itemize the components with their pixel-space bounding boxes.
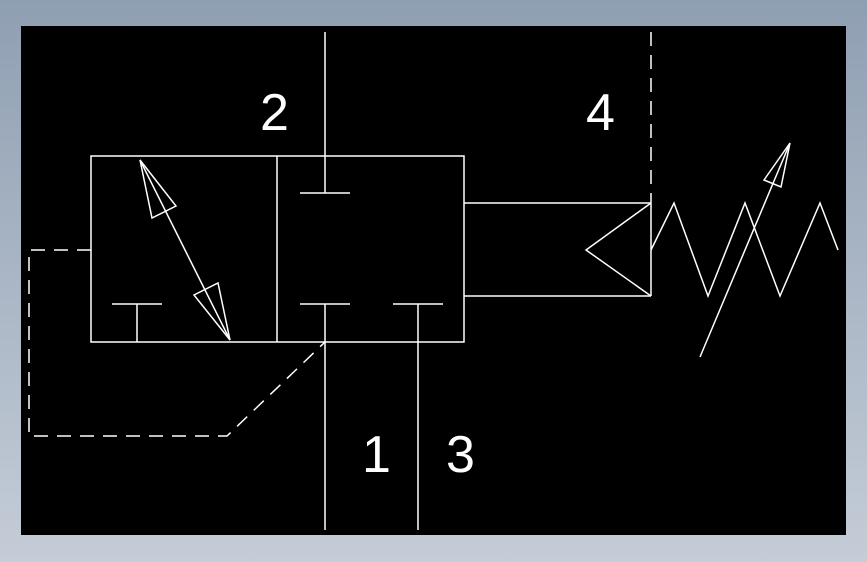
blocked-port-bottom-right	[393, 303, 443, 342]
blocked-port-top	[300, 156, 350, 194]
pilot-line-dashed	[28, 32, 652, 437]
adjustable-spring-icon	[650, 142, 839, 358]
blocked-port-bottom-left	[300, 303, 350, 342]
two-way-arrow-icon	[139, 159, 231, 341]
drawing-canvas: 2 4 1 3	[21, 26, 846, 535]
port-label-2: 2	[260, 84, 289, 142]
blocked-port-icon	[112, 303, 162, 342]
port-label-3: 3	[446, 426, 475, 484]
spring-housing	[464, 202, 652, 297]
port-label-4: 4	[586, 84, 615, 142]
port-label-1: 1	[362, 426, 391, 484]
valve-schematic: 2 4 1 3	[28, 32, 839, 530]
